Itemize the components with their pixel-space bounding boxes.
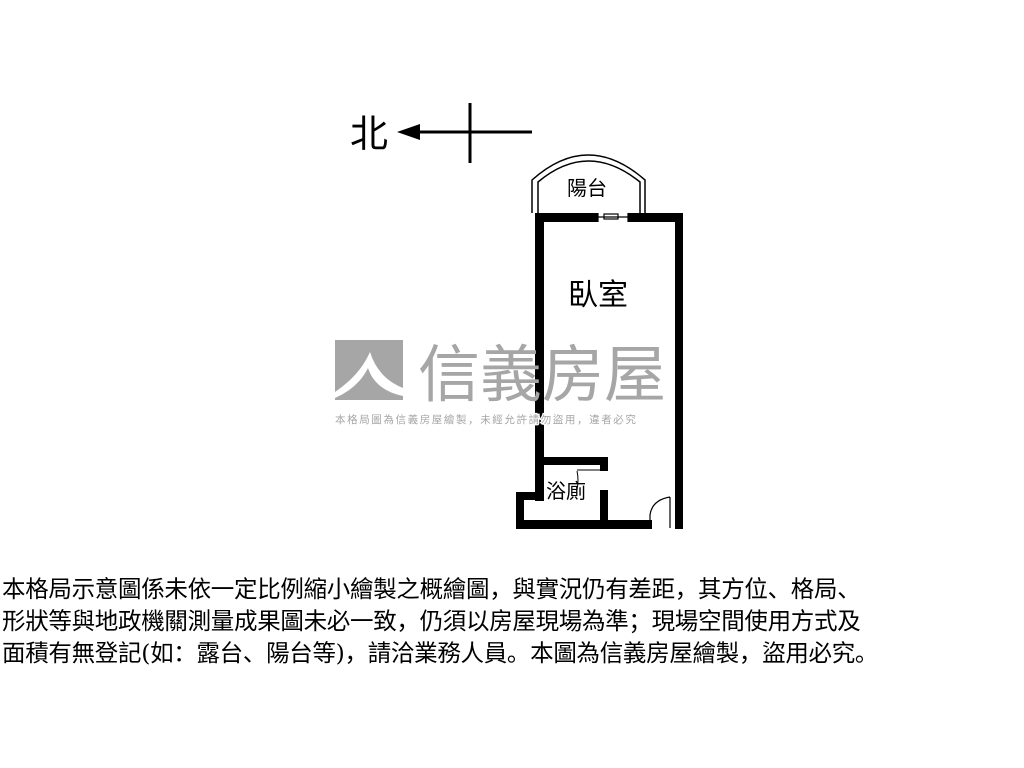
room-label-balcony: 陽台 (567, 176, 607, 200)
disclaimer-line-2: 形狀等與地政機關測量成果圖未必一致，仍須以房屋現場為準；現場空間使用方式及 (2, 607, 861, 635)
watermark-notice: 本格局圖為信義房屋繪製，未經允許請勿盜用，違者必究 (335, 413, 638, 426)
walls (516, 213, 683, 529)
watermark-brand: 信義房屋 (418, 338, 666, 411)
balcony-door (597, 213, 629, 222)
watermark-logo (335, 340, 403, 400)
room-label-bathroom: 浴廁 (546, 479, 586, 503)
disclaimer-line-1: 本格局示意圖係未依一定比例縮小繪製之概繪圖，與實況仍有差距，其方位、格局、 (2, 575, 861, 603)
compass-label: 北 (350, 112, 388, 156)
north-arrow-icon (397, 103, 532, 163)
disclaimer-line-3: 面積有無登記(如：露台、陽台等)，請洽業務人員。本圖為信義房屋繪製，盜用必究。 (2, 639, 879, 667)
watermark: 信義房屋 本格局圖為信義房屋繪製，未經允許請勿盜用，違者必究 (334, 338, 666, 427)
entrance-door (649, 496, 671, 528)
balcony (531, 154, 646, 213)
bathroom-door (576, 469, 600, 491)
room-label-bedroom: 臥室 (568, 278, 628, 313)
